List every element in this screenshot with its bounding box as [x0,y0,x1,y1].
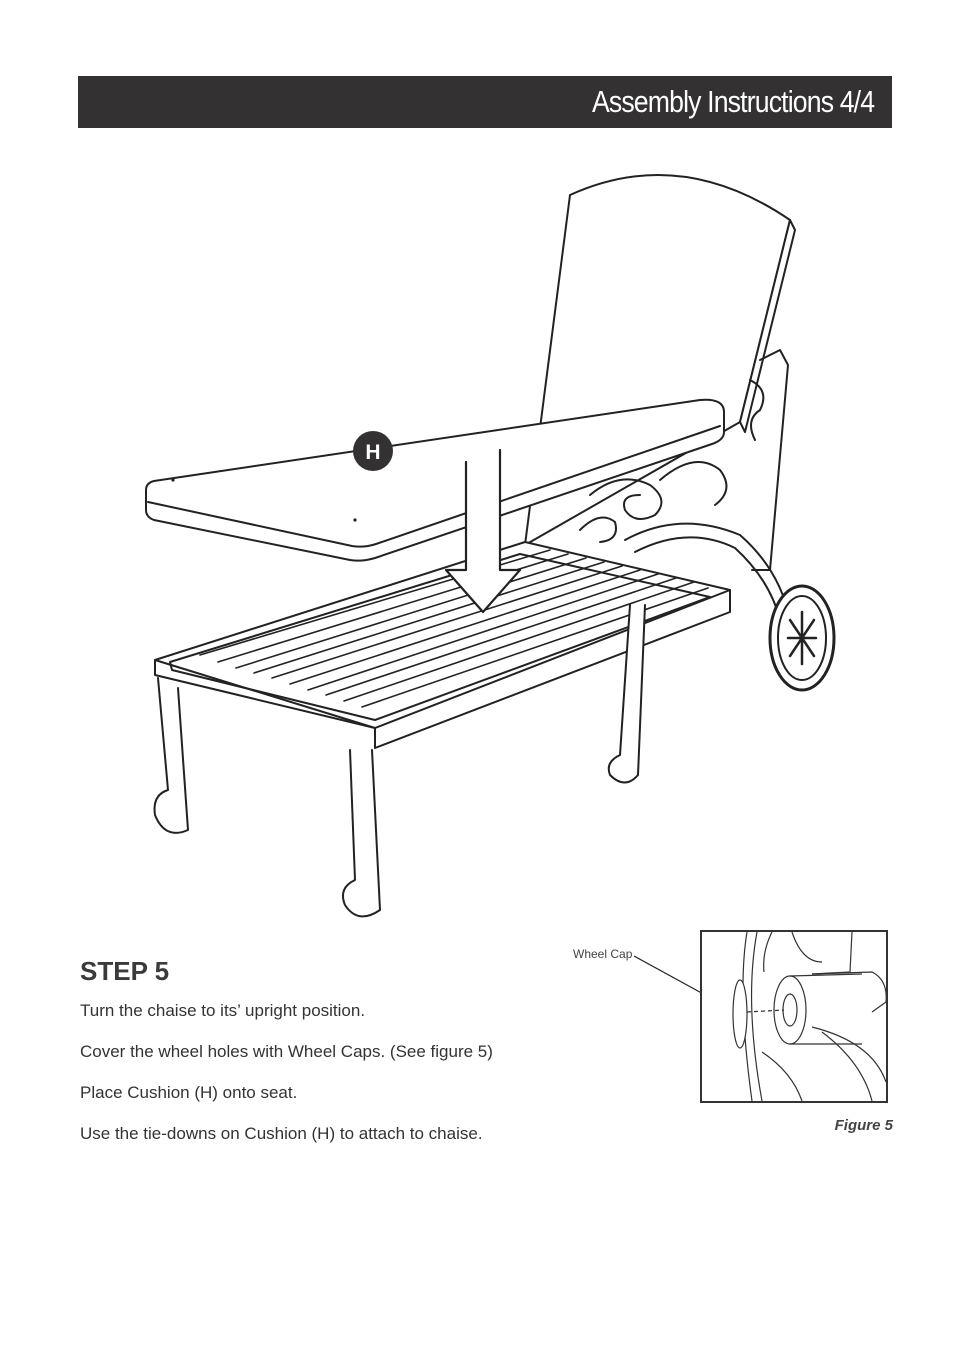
figure-caption: Figure 5 [834,1117,893,1134]
chaise-illustration: H [145,174,836,918]
page-title: Assembly Instructions 4/4 [591,84,875,119]
header-bar: Assembly Instructions 4/4 [78,76,892,128]
step-title: STEP 5 [80,956,170,986]
instruction-item: Cover the wheel holes with Wheel Caps. (… [80,1042,493,1061]
instruction-item: Use the tie-downs on Cushion (H) to atta… [80,1124,483,1143]
instruction-item: Place Cushion (H) onto seat. [80,1083,298,1102]
instruction-list: Turn the chaise to its’ upright position… [80,1000,493,1164]
wheel-cap-detail-drawing [732,932,886,1101]
figure-5-detail [700,930,888,1103]
instruction-item: Turn the chaise to its’ upright position… [80,1001,366,1020]
part-h-label: H [365,441,380,464]
wheel-cap-label: Wheel Cap [573,947,633,961]
